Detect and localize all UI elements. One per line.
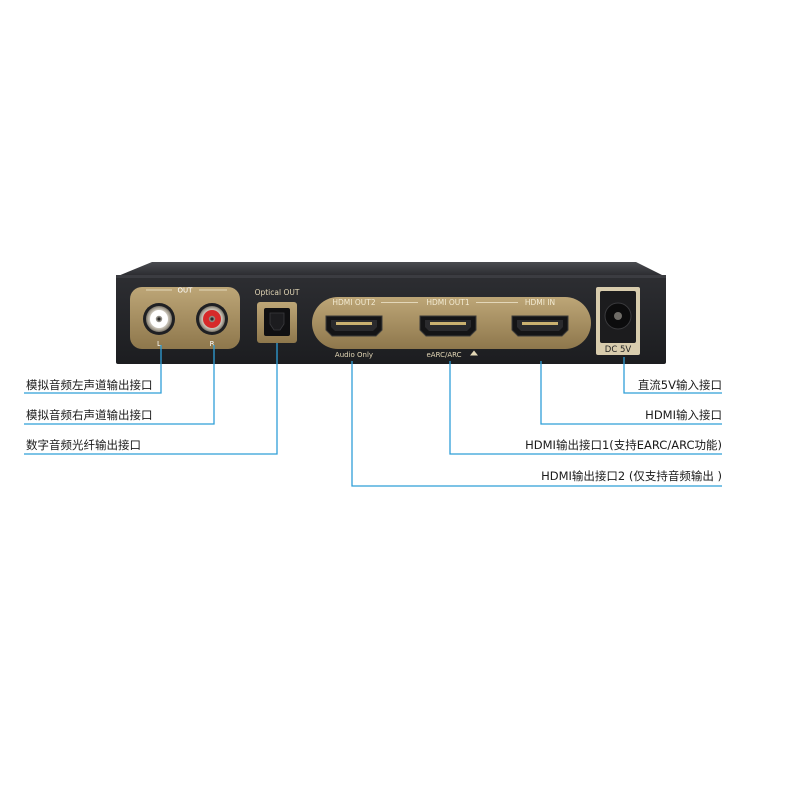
triangle-up-icon — [470, 350, 478, 356]
optical-out-label: Optical OUT — [255, 288, 300, 297]
earc-arc-label: eARC/ARC — [426, 351, 461, 359]
callout-dc-in: 直流5V输入接口 — [637, 378, 722, 392]
hdmi-in-label: HDMI IN — [525, 298, 555, 307]
leader-line-hdmi-out1 — [449, 361, 722, 455]
chassis-edge — [116, 275, 666, 278]
rca-right-jack[interactable] — [196, 303, 228, 335]
leader-line-rca-right — [24, 345, 215, 425]
callout-hdmi-out1: HDMI输出接口1(支持EARC/ARC功能) — [525, 438, 722, 452]
leader-line-hdmi-out2 — [351, 361, 722, 487]
hdmi-out1-port[interactable] — [419, 315, 477, 337]
rca-right-label: R — [210, 340, 215, 348]
leader-line-optical — [24, 343, 278, 455]
optical-port-shape — [269, 312, 285, 331]
audio-only-label: Audio Only — [335, 351, 373, 359]
leader-lines — [24, 343, 722, 487]
hdmi-out2-label: HDMI OUT2 — [332, 298, 375, 307]
rca-left-label: L — [157, 340, 161, 348]
leader-line-dc — [623, 357, 722, 394]
dc-power-section: DC 5V — [596, 287, 640, 355]
rca-left-jack[interactable] — [143, 303, 175, 335]
callout-hdmi-out2: HDMI输出接口2 (仅支持音频输出 ) — [541, 469, 722, 483]
leader-line-rca-left — [24, 345, 162, 394]
hdmi-out2-port[interactable] — [325, 315, 383, 337]
callout-optical: 数字音频光纤输出接口 — [26, 438, 141, 452]
rca-out-label: OUT — [178, 287, 194, 295]
callout-hdmi-in: HDMI输入接口 — [645, 408, 722, 422]
optical-output-section: Optical OUT — [255, 288, 300, 343]
chassis-top — [118, 262, 664, 276]
callout-rca-right: 模拟音频右声道输出接口 — [26, 408, 153, 422]
callout-rca-left: 模拟音频左声道输出接口 — [26, 378, 153, 392]
dc-5v-label: DC 5V — [605, 345, 632, 355]
hdmi-out1-label: HDMI OUT1 — [426, 298, 469, 307]
rca-output-section: OUT L R — [130, 287, 240, 349]
hdmi-section: HDMI OUT2 HDMI OUT1 HDMI IN Audio Only e… — [312, 297, 591, 359]
hdmi-in-port[interactable] — [511, 315, 569, 337]
dc-jack-pin — [614, 312, 622, 320]
leader-line-hdmi-in — [540, 361, 722, 425]
